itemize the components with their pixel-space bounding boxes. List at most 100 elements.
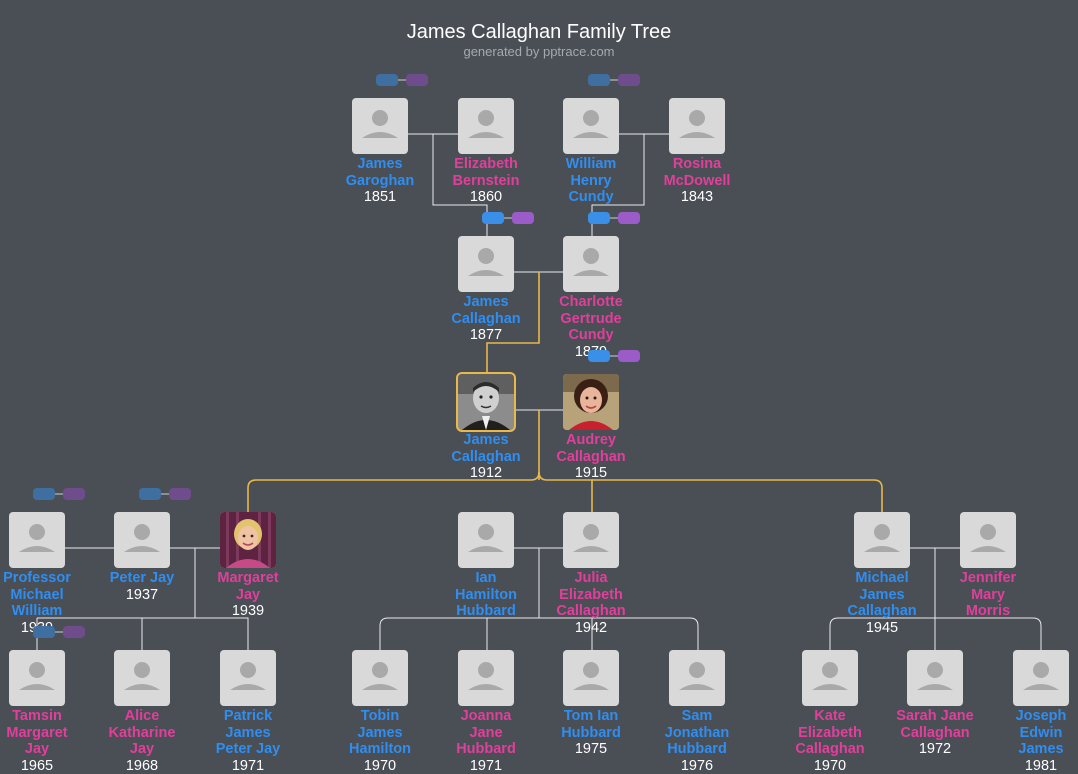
person-photo[interactable]: [220, 512, 276, 568]
person-silhouette-icon[interactable]: [114, 512, 170, 568]
person-name-line: Callaghan: [556, 448, 626, 465]
expand-mother-button[interactable]: [618, 212, 640, 224]
person-name-line: James: [1018, 741, 1064, 757]
family-connector-line: [195, 617, 249, 650]
person-silhouette-icon[interactable]: [220, 650, 276, 706]
person-silhouette-icon[interactable]: [9, 512, 65, 568]
person-silhouette-icon[interactable]: [907, 650, 963, 706]
person-name-line: Peter Jay: [215, 741, 281, 757]
title-block: James Callaghan Family Tree generated by…: [0, 19, 1078, 59]
person-name[interactable]: CharlotteGertrudeCundy1879: [533, 294, 649, 360]
expand-father-button[interactable]: [588, 350, 610, 362]
person-name-line: Hubbard: [561, 724, 621, 741]
person-birth-year: 1981: [1024, 757, 1058, 774]
person-silhouette-icon[interactable]: [458, 98, 514, 154]
lineage-highlight-line: [247, 471, 540, 512]
person-silhouette-icon[interactable]: [352, 650, 408, 706]
person-name-line: Tobin: [360, 708, 400, 724]
person-silhouette-icon[interactable]: [1013, 650, 1069, 706]
person-name-line: Jonathan: [664, 724, 730, 741]
person-name-line: Tom Ian: [563, 708, 619, 724]
lineage-highlight-line: [538, 471, 593, 512]
expand-father-button[interactable]: [588, 74, 610, 86]
person-name-line: Callaghan: [795, 741, 865, 757]
expand-father-button[interactable]: [33, 626, 55, 638]
person-silhouette-icon[interactable]: [458, 236, 514, 292]
person-name-line: James: [357, 724, 403, 741]
person-name-line: Hubbard: [456, 741, 516, 757]
person-silhouette-icon[interactable]: [458, 650, 514, 706]
person-name-line: Charlotte: [559, 294, 623, 310]
person-name-line: Callaghan: [556, 603, 626, 619]
person-birth-year: 1939: [231, 603, 265, 619]
person-birth-year: 1945: [865, 619, 899, 636]
person-silhouette-icon[interactable]: [352, 98, 408, 154]
person-birth-year: 1965: [20, 757, 54, 774]
person-name-line: Sam: [681, 708, 713, 724]
person-silhouette-icon[interactable]: [669, 98, 725, 154]
person-silhouette-icon[interactable]: [669, 650, 725, 706]
expand-mother-button[interactable]: [406, 74, 428, 86]
expand-father-button[interactable]: [482, 212, 504, 224]
toggle-link: [55, 493, 63, 495]
person-photo[interactable]: [563, 374, 619, 430]
toggle-james-sr-parents: [482, 212, 538, 228]
person-silhouette-icon[interactable]: [802, 650, 858, 706]
person-birth-year: 1877: [469, 327, 503, 343]
expand-mother-button[interactable]: [512, 212, 534, 224]
person-birth-year: 1972: [918, 741, 952, 757]
person-silhouette-icon[interactable]: [458, 512, 514, 568]
toggle-garoghan-parents: [376, 74, 432, 90]
toggle-charlotte-parents: [588, 212, 644, 228]
person-name-line: Bernstein: [452, 172, 520, 189]
person-photo[interactable]: [458, 374, 514, 430]
expand-father-button[interactable]: [33, 488, 55, 500]
expand-mother-button[interactable]: [618, 350, 640, 362]
person-silhouette-icon[interactable]: [563, 512, 619, 568]
person-name-line: Jay: [129, 741, 155, 757]
expand-mother-button[interactable]: [63, 626, 85, 638]
person-name-line: Peter Jay: [109, 570, 175, 586]
expand-mother-button[interactable]: [63, 488, 85, 500]
expand-mother-button[interactable]: [618, 74, 640, 86]
person-silhouette-icon[interactable]: [960, 512, 1016, 568]
person-silhouette-icon[interactable]: [854, 512, 910, 568]
person-silhouette-icon[interactable]: [114, 650, 170, 706]
person-birth-year: 1970: [813, 757, 847, 774]
expand-mother-button[interactable]: [169, 488, 191, 500]
person-silhouette-icon[interactable]: [9, 650, 65, 706]
person-silhouette-icon[interactable]: [563, 98, 619, 154]
person-birth-year: 1970: [363, 757, 397, 774]
person-name-line: Cundy: [568, 189, 614, 205]
expand-father-button[interactable]: [588, 212, 610, 224]
person-silhouette-icon[interactable]: [563, 236, 619, 292]
person-name-line: Callaghan: [900, 724, 970, 741]
expand-father-button[interactable]: [139, 488, 161, 500]
expand-father-button[interactable]: [376, 74, 398, 86]
person-silhouette-icon[interactable]: [563, 650, 619, 706]
